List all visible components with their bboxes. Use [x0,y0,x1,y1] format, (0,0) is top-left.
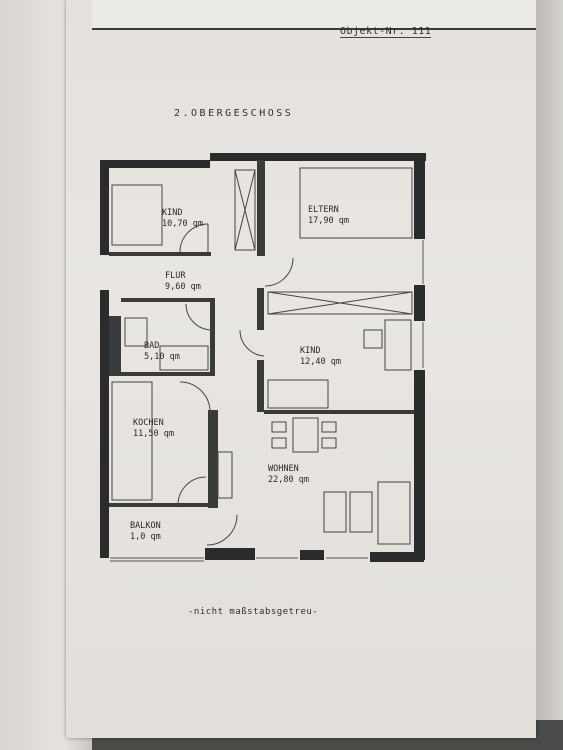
outer-walls [100,153,426,562]
right-page-edge [536,0,563,720]
inner-walls [109,160,414,508]
room-area: 1,0 qm [130,532,161,542]
room-area: 12,40 qm [300,357,341,367]
object-number: Objekt-Nr. 111 [340,26,432,38]
room-name: KIND [162,208,183,218]
room-name: BAD [144,341,160,351]
top-page-edge [92,0,536,30]
room-area: 17,90 qm [308,216,349,226]
room-area: 9,60 qm [165,282,201,292]
room-area: 5,10 qm [144,352,180,362]
room-name: KIND [300,346,321,356]
scale-note: -nicht maßstabsgetreu- [188,607,319,617]
windows [110,240,424,562]
room-name: BALKON [130,521,161,531]
room-name: KOCHEN [133,418,164,428]
room-area: 10,70 qm [162,219,203,229]
fixtures [111,167,413,546]
floor-title: 2.OBERGESCHOSS [174,108,294,119]
room-name: ELTERN [308,205,339,215]
room-area: 22,80 qm [268,475,309,485]
room-name: FLUR [165,271,186,281]
room-name: WOHNEN [268,464,299,474]
document-page [66,0,536,738]
room-area: 11,50 qm [133,429,174,439]
